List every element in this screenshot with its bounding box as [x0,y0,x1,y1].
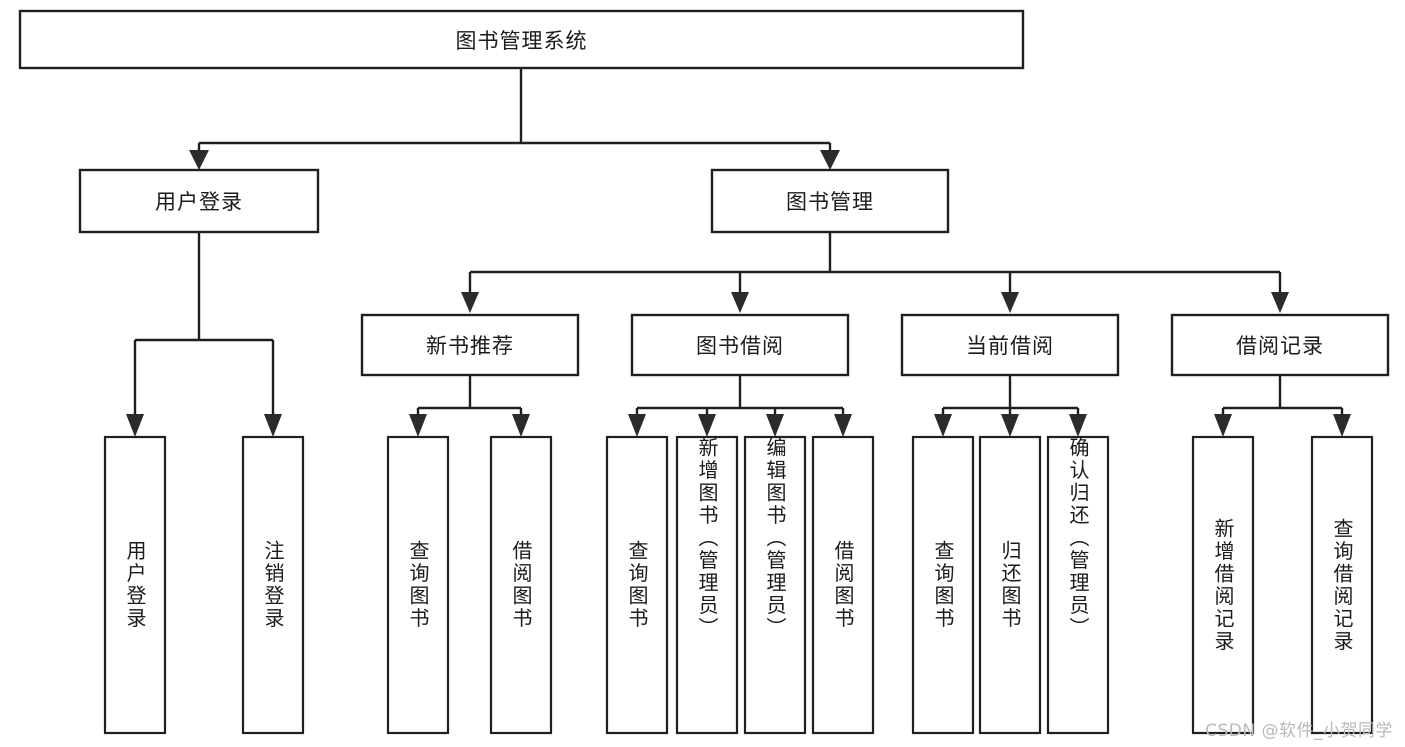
node-box-leaf8[interactable] [811,435,875,735]
arrowhead-record [1271,292,1289,313]
arrowhead-leaf9 [934,414,952,437]
arrowhead-current [1001,292,1019,313]
node-box-leaf11[interactable] [1046,435,1110,735]
node-box-login[interactable] [78,168,320,234]
node-box-leaf2[interactable] [241,435,305,735]
node-box-group [18,9,1390,735]
arrowhead-leaf12 [1214,414,1232,437]
arrowhead-leaf10 [1001,414,1019,437]
arrowhead-leaf5 [628,414,646,437]
arrowhead-leaf13 [1333,414,1351,437]
connector-group [126,68,1351,437]
node-box-leaf1[interactable] [103,435,167,735]
arrowhead-newbook [461,292,479,313]
watermark-text: CSDN @软件_小贺同学 [1205,721,1393,741]
node-box-leaf12[interactable] [1191,435,1255,735]
node-box-leaf6[interactable] [675,435,739,735]
node-box-leaf5[interactable] [605,435,669,735]
node-box-leaf3[interactable] [386,435,450,735]
arrowhead-login [189,150,209,170]
arrowhead-leaf11 [1069,414,1087,437]
node-box-leaf7[interactable] [743,435,807,735]
node-box-record[interactable] [1170,313,1390,377]
node-box-leaf10[interactable] [978,435,1042,735]
node-box-borrow[interactable] [630,313,850,377]
node-box-current[interactable] [900,313,1120,377]
node-box-leaf4[interactable] [489,435,553,735]
arrowhead-bookmgr [820,150,840,170]
arrowhead-leaf7 [766,414,784,437]
arrowhead-leaf2 [264,414,282,437]
node-box-bookmgr[interactable] [710,168,950,234]
arrowhead-leaf4 [512,414,530,437]
arrowhead-borrow [731,292,749,313]
arrowhead-leaf6 [698,414,716,437]
node-box-leaf13[interactable] [1310,435,1374,735]
node-box-newbook[interactable] [360,313,580,377]
arrowhead-leaf8 [834,414,852,437]
node-box-leaf9[interactable] [911,435,975,735]
node-box-root[interactable] [18,9,1025,70]
arrowhead-leaf1 [126,414,144,437]
arrowhead-leaf3 [409,414,427,437]
